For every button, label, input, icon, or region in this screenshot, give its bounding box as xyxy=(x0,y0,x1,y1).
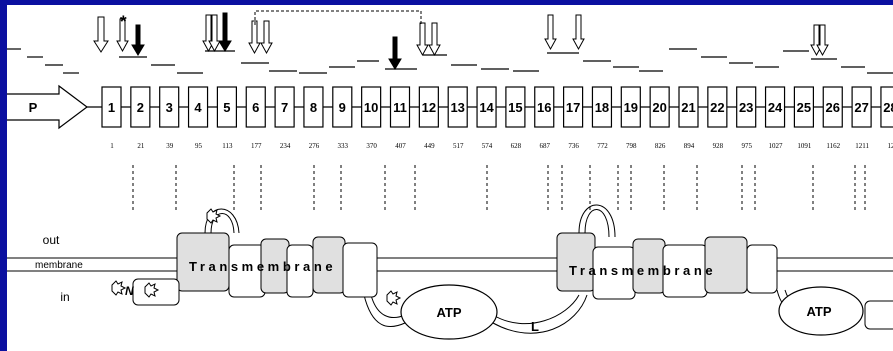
transmembrane-label-1: Transmembrane xyxy=(189,259,336,274)
exon-position: 407 xyxy=(395,142,406,150)
exon-number: 13 xyxy=(450,100,464,115)
exon-position: 333 xyxy=(338,142,349,150)
transmembrane-label-2: Transmembrane xyxy=(569,263,716,278)
exon-position: 21 xyxy=(137,142,145,150)
exon-position: 826 xyxy=(655,142,666,150)
exon-position: 370 xyxy=(366,142,377,150)
out-label: out xyxy=(43,233,60,247)
exon-number: 25 xyxy=(797,100,811,115)
exon-position: 177 xyxy=(251,142,262,150)
exon-number: 21 xyxy=(681,100,695,115)
exon-number: 15 xyxy=(508,100,522,115)
exon-number: 3 xyxy=(166,100,173,115)
atp-label-2: ATP xyxy=(806,304,831,319)
c-terminal-box xyxy=(865,301,893,329)
exon-number: 6 xyxy=(252,100,259,115)
exon-number: 22 xyxy=(710,100,724,115)
exon-number: 19 xyxy=(624,100,638,115)
exon-number: 17 xyxy=(566,100,580,115)
promoter-label: P xyxy=(29,100,38,115)
linker-label: L xyxy=(531,319,539,334)
exon-position: 1162 xyxy=(826,142,840,150)
exon-position: 1091 xyxy=(797,142,812,150)
exon-position: 1211 xyxy=(855,142,869,150)
exon-number: 12 xyxy=(422,100,436,115)
exon-position: 113 xyxy=(222,142,233,150)
exon-number: 23 xyxy=(739,100,753,115)
exon-position: 975 xyxy=(741,142,752,150)
exon-position: 234 xyxy=(280,142,291,150)
promoter-arrow xyxy=(7,86,87,128)
exon-position: 574 xyxy=(482,142,493,150)
exon-number: 9 xyxy=(339,100,346,115)
in-label: in xyxy=(60,290,69,304)
n-terminal-box xyxy=(133,279,179,305)
exon-number: 26 xyxy=(826,100,840,115)
exon-position: 736 xyxy=(568,142,579,150)
exon-number: 20 xyxy=(652,100,666,115)
dashed-bracket xyxy=(255,11,421,25)
open-arrows xyxy=(94,15,828,55)
exon-position: 517 xyxy=(453,142,464,150)
exon-number: 4 xyxy=(194,100,202,115)
exon-number: 18 xyxy=(595,100,609,115)
exon-number: 24 xyxy=(768,100,783,115)
exon-position: 628 xyxy=(511,142,522,150)
exon-position: 95 xyxy=(195,142,203,150)
exon-position: 1 xyxy=(110,142,114,150)
atp-label-1: ATP xyxy=(436,305,461,320)
n-terminus-label: N xyxy=(125,284,134,298)
exon-number: 11 xyxy=(393,100,407,115)
exon-position: 1027 xyxy=(769,142,784,150)
exon-position: 798 xyxy=(626,142,637,150)
exon-position: 928 xyxy=(713,142,724,150)
exon-number: 2 xyxy=(137,100,144,115)
exon-number: 27 xyxy=(854,100,868,115)
exon-number: 16 xyxy=(537,100,551,115)
exon-position: 39 xyxy=(166,142,174,150)
exon-position: 449 xyxy=(424,142,435,150)
exon-number: 10 xyxy=(364,100,378,115)
exon-number: 14 xyxy=(479,100,494,115)
exon-position: 276 xyxy=(309,142,320,150)
exon-boundary-ticks xyxy=(133,165,865,210)
membrane-label: membrane xyxy=(35,260,83,271)
exon-number: 1 xyxy=(108,100,115,115)
exon-number: 7 xyxy=(281,100,288,115)
exon-position: 687 xyxy=(540,142,551,150)
exon-number: 8 xyxy=(310,100,317,115)
exon-position: 12 xyxy=(887,142,893,150)
exon-number: 5 xyxy=(223,100,230,115)
exon-position: 772 xyxy=(597,142,608,150)
exon-position: 894 xyxy=(684,142,695,150)
exon-number: 28 xyxy=(883,100,893,115)
star-marker: * xyxy=(120,12,127,31)
